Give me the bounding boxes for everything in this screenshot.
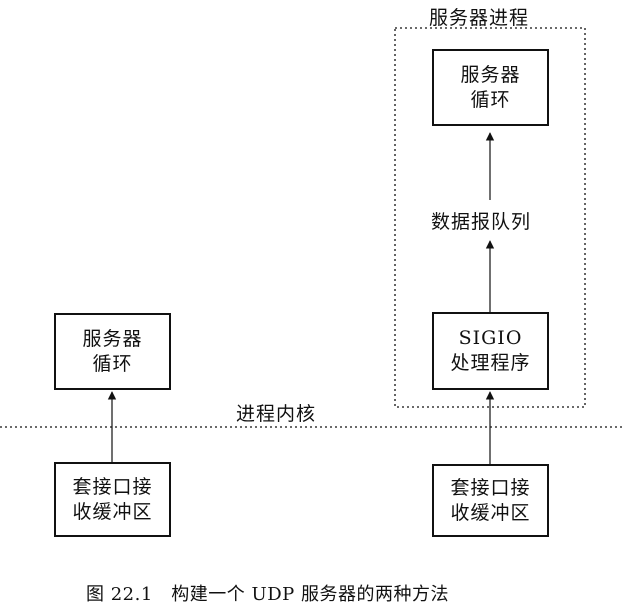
- figure-caption: 图 22.1 构建一个 UDP 服务器的两种方法: [86, 584, 449, 605]
- right-socket-buffer-line-2: 收缓冲区: [450, 501, 531, 524]
- left-socket-buffer-line-2: 收缓冲区: [72, 500, 153, 523]
- left-socket-buffer-box: 套接口接 收缓冲区: [54, 462, 171, 537]
- right-server-loop-box: 服务器 循环: [432, 49, 549, 126]
- datagram-queue-label: 数据报队列: [431, 211, 532, 233]
- right-server-loop-line-1: 服务器: [460, 63, 521, 86]
- left-server-loop-line-2: 循环: [92, 352, 133, 375]
- sigio-handler-box: SIGIO 处理程序: [432, 312, 549, 390]
- right-socket-buffer-line-1: 套接口接: [450, 476, 531, 499]
- left-server-loop-box: 服务器 循环: [54, 313, 171, 390]
- sigio-handler-line-2: 处理程序: [450, 352, 531, 374]
- left-server-loop-line-1: 服务器: [82, 327, 143, 350]
- server-process-label: 服务器进程: [429, 7, 530, 29]
- right-socket-buffer-box: 套接口接 收缓冲区: [432, 464, 549, 537]
- left-socket-buffer-line-1: 套接口接: [72, 475, 153, 498]
- sigio-handler-line-1: SIGIO: [458, 327, 523, 349]
- process-kernel-label: 进程内核: [234, 399, 319, 426]
- right-server-loop-line-2: 循环: [470, 88, 511, 111]
- server-process-region: [394, 27, 586, 408]
